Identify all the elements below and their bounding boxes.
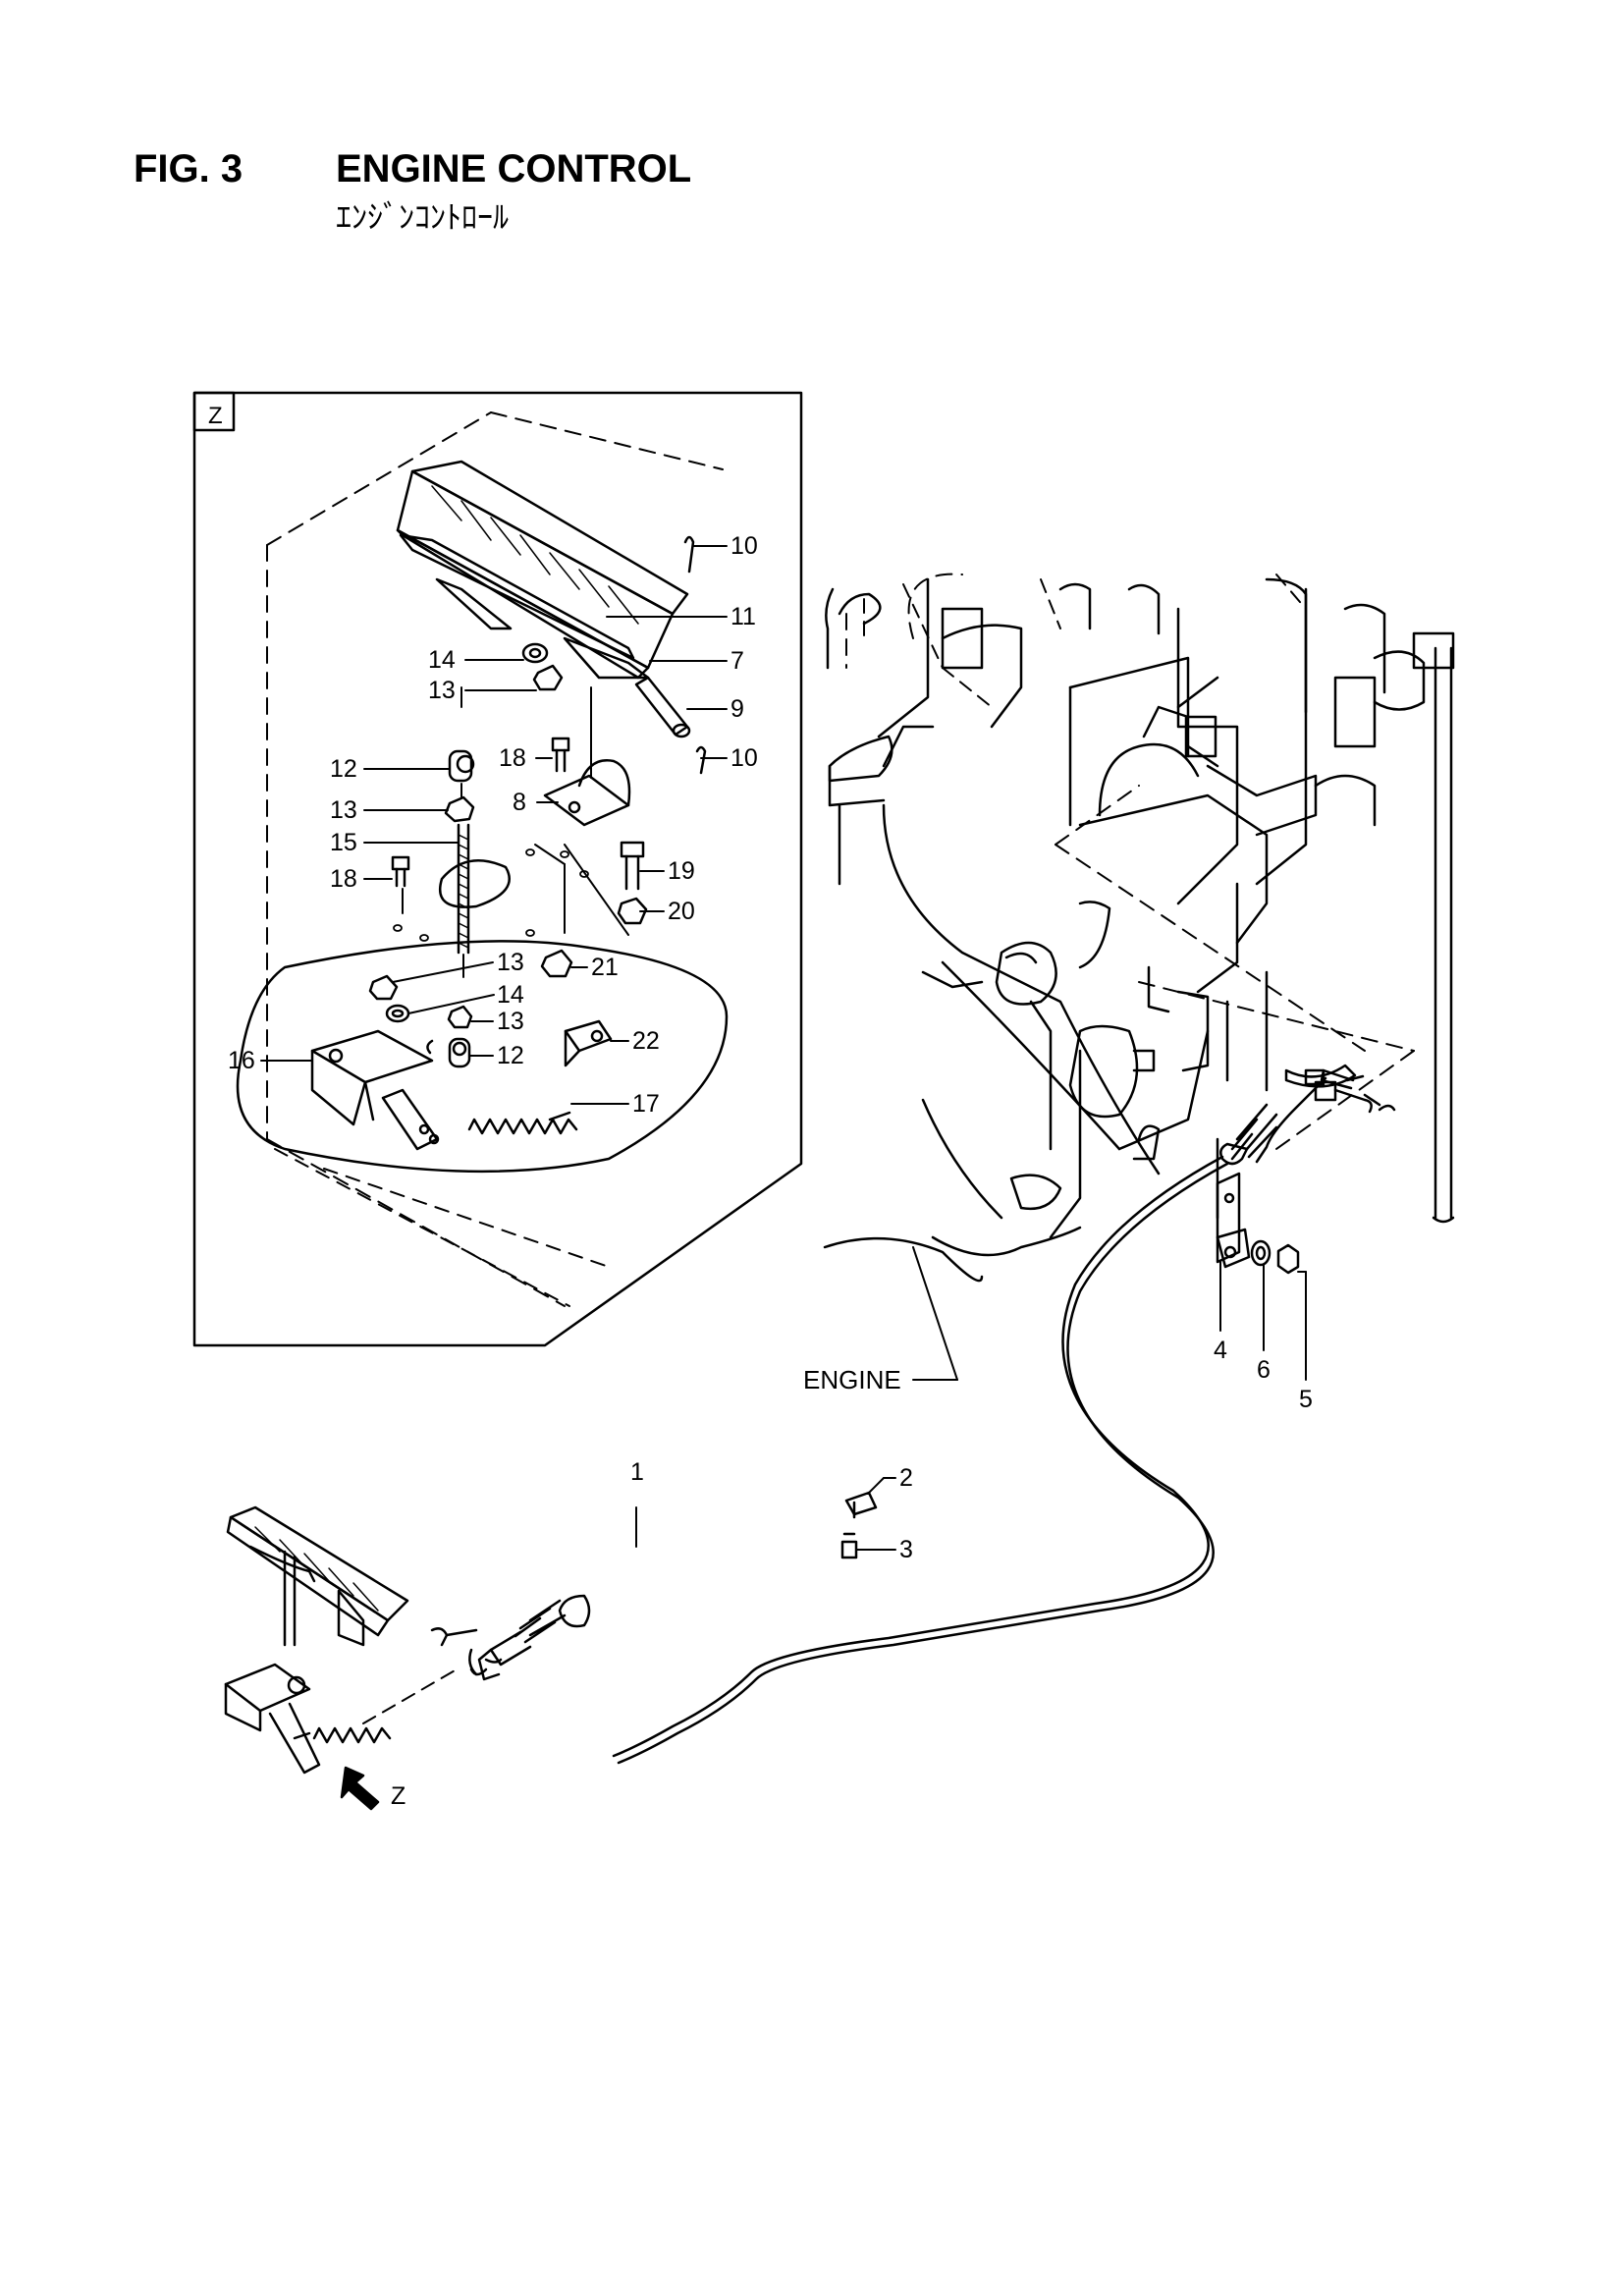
callout-4: 4 [1214, 1337, 1227, 1364]
callout-10-lower: 10 [730, 744, 758, 772]
figure-number: FIG. 3 [134, 147, 243, 191]
nut-13-lower-a [368, 974, 399, 1001]
engine-housing [823, 577, 1210, 1283]
hole-marks [393, 848, 589, 942]
callout-18-upper: 18 [499, 744, 526, 772]
nut-13-upper [532, 664, 564, 691]
cotter-pin-10-lower [695, 745, 707, 775]
view-arrow-label: Z [391, 1782, 406, 1810]
callout-21: 21 [591, 954, 619, 981]
callout-2: 2 [899, 1464, 913, 1492]
callout-13-lower-b: 13 [497, 1008, 524, 1035]
callout-12-lower: 12 [497, 1042, 524, 1069]
callout-22: 22 [632, 1027, 660, 1055]
callout-14-upper: 14 [428, 646, 456, 674]
engine-body-dashed [845, 573, 1415, 1150]
rod-end-12-lower [426, 1037, 471, 1068]
bolt-18-lower [391, 855, 410, 888]
callout-13-mid: 13 [330, 796, 357, 824]
return-spring-17 [467, 1111, 578, 1135]
nut-13-mid [444, 795, 475, 823]
callout-16: 16 [228, 1047, 255, 1074]
bolt-19 [620, 841, 645, 891]
detail-view-label: Z [208, 403, 223, 429]
bracket-4 [1216, 1172, 1251, 1269]
callout-1: 1 [630, 1458, 644, 1486]
engine-dashed-cable [863, 574, 1307, 708]
pedal-assembly-main [224, 1505, 409, 1775]
callout-19: 19 [668, 857, 695, 885]
cable-end-engine [1314, 1068, 1396, 1114]
leader-lines [260, 545, 1307, 1551]
nut-20 [617, 897, 648, 925]
nut-5 [1276, 1243, 1300, 1275]
callout-5: 5 [1299, 1386, 1313, 1413]
detail-assembly-lines [402, 686, 629, 978]
callout-8: 8 [513, 789, 526, 816]
callout-15: 15 [330, 829, 357, 856]
washer-6 [1250, 1239, 1271, 1267]
washer-14-upper [521, 642, 549, 664]
detail-floor-lines [274, 1148, 610, 1307]
detail-ellipse-zone [236, 940, 729, 1174]
threaded-rod-15 [457, 823, 470, 955]
detail-view-frame [192, 391, 803, 1347]
cotter-pin-10-upper [683, 535, 695, 574]
pedal-link-dashed [362, 1668, 458, 1724]
bolt-18-upper [551, 737, 570, 773]
callout-14-lower: 14 [497, 981, 524, 1009]
callout-3: 3 [899, 1536, 913, 1563]
pin-9 [634, 676, 691, 738]
washer-14-lower [385, 1004, 410, 1023]
callout-6: 6 [1257, 1356, 1271, 1384]
figure-title: ENGINE CONTROL [336, 147, 692, 191]
nut-13-lower-b [447, 1005, 473, 1029]
callout-9: 9 [730, 695, 744, 723]
engine-upper-components [941, 577, 1455, 1224]
callout-11: 11 [730, 603, 756, 630]
callout-10-upper: 10 [730, 532, 758, 560]
nut-21 [540, 949, 573, 978]
callout-17: 17 [632, 1090, 660, 1118]
callout-7: 7 [730, 647, 744, 675]
cable-end-pedal [430, 1627, 503, 1676]
accelerator-cable-1 [477, 1076, 1327, 1765]
rod-end-12-upper [448, 749, 475, 783]
view-arrow-z [340, 1766, 380, 1811]
figure-subtitle-jp: ｴﾝｼﾞﾝｺﾝﾄﾛｰﾙ [336, 198, 510, 236]
floor-plate-hole [439, 859, 511, 908]
pedal-pad-detail [396, 460, 689, 680]
callout-18-lower: 18 [330, 865, 357, 893]
callout-20: 20 [668, 898, 695, 925]
callout-12-upper: 12 [330, 755, 357, 783]
bracket-16 [310, 1029, 440, 1151]
bolt-3 [840, 1532, 858, 1559]
clamp-2 [844, 1491, 878, 1519]
callout-13-lower-a: 13 [497, 949, 524, 976]
engine-label: ENGINE [803, 1365, 901, 1394]
bracket-8 [543, 759, 631, 827]
callout-13-upper: 13 [428, 677, 456, 704]
bracket-22 [564, 1019, 613, 1067]
detail-dashed-outline [266, 411, 724, 1307]
